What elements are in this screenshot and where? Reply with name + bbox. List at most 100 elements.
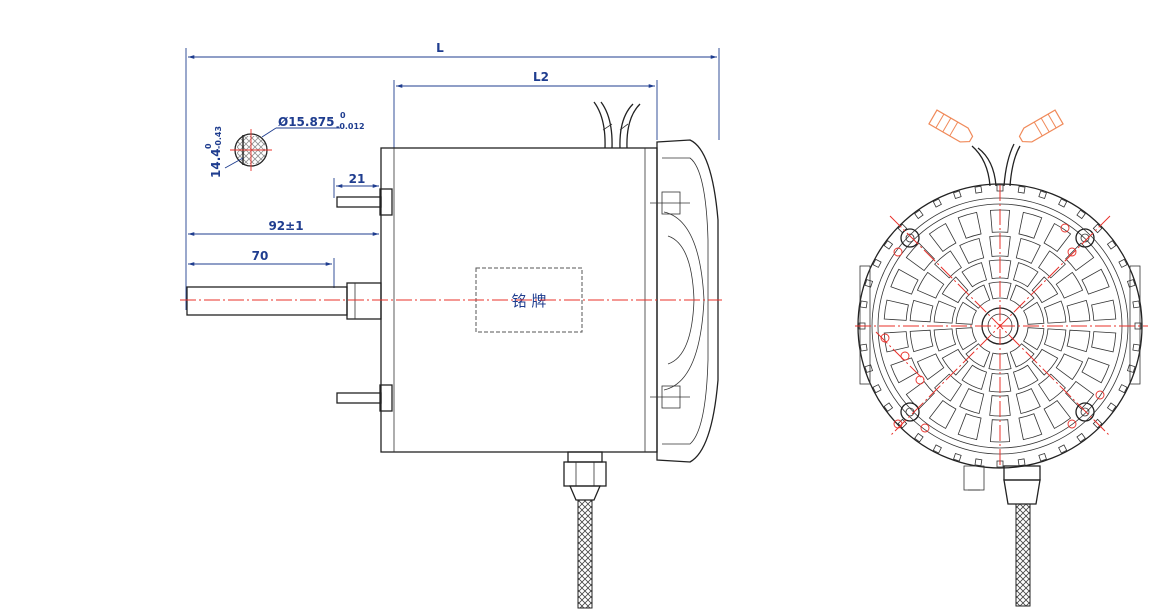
vent-slot [955,301,977,325]
dimension-label-L: L [436,41,444,55]
rim-bump [1017,458,1026,467]
rim-bump [1076,209,1086,220]
rim-bump [1126,279,1136,288]
red-marker [893,247,903,257]
vent-slot [961,364,988,390]
motor-shaft [186,282,382,320]
red-marker [1067,247,1077,257]
vent-slot [989,395,1011,417]
red-marker [880,333,890,343]
vent-slot [959,237,985,264]
vent-slot [1055,271,1084,299]
vent-slot [957,211,982,239]
rim-bump [932,198,942,208]
wire-connector-right [1018,109,1064,143]
vent-slot [883,331,909,353]
vent-slot [928,223,957,252]
vent-slot [989,235,1011,257]
stud-length-label: 21 [349,172,366,186]
red-marker [1067,419,1077,429]
vent-slot [928,400,957,429]
flat-tol-upper: 0 [204,143,213,149]
vent-slot [1091,331,1117,353]
rim-bump [864,279,874,288]
front-bottom-tab [963,465,985,491]
rim-bump [1132,300,1141,309]
vent-slot [941,276,969,304]
rim-bump [932,444,942,454]
cable-gland-side [563,451,607,609]
rim-bump [864,364,874,373]
wire-connector-left [928,109,974,143]
vent-slot [1081,268,1110,295]
rim-bump [914,432,924,443]
rim-bump [872,258,882,268]
vent-slot [988,259,1012,280]
vent-slot [1091,299,1117,321]
top-lead-wires [593,101,641,149]
vent-slot [1055,353,1084,381]
dimension-stud-length: 21 [333,172,379,198]
vent-slot [909,329,934,353]
vent-slot [1023,301,1045,325]
vent-slot [916,271,945,299]
rim-bump [1038,452,1047,462]
vent-slot [1012,364,1039,390]
red-marker [900,351,910,361]
vent-slot [933,300,957,324]
vent-slot [1043,328,1067,352]
rim-bump [1076,432,1086,443]
vent-slot [1066,329,1091,353]
vent-slot [1066,299,1091,323]
front-lead-wires [971,143,1021,187]
rim-bump [1106,240,1117,250]
front-rim-bumps [858,184,1142,468]
front-view [855,109,1148,607]
flat-tol-lower: -0.43 [214,126,223,149]
rim-bump [1126,364,1136,373]
vent-slot [1031,348,1059,376]
mounting-stud-bottom [336,384,393,412]
rim-bump [1058,444,1068,454]
nameplate-label: 铭 牌 [512,292,547,310]
vent-slot [933,328,957,352]
rim-bump [859,343,868,352]
dimension-body-length: L2 [393,70,658,148]
vent-slot [1043,400,1072,429]
dimension-label-L2: L2 [533,70,549,84]
front-mount-hole-tr [1075,228,1095,248]
shaft-section-detail: Ø15.875 0 -0.012 14.4 0 -0.43 [204,111,365,178]
vent-slot [1043,300,1067,324]
vent-slot [988,352,1012,371]
vent-slot [1018,211,1043,239]
vent-slot [989,209,1011,233]
vent-slot [1009,343,1035,368]
vent-slot [890,357,919,384]
vent-slot [890,268,919,295]
vent-slot [883,299,909,321]
rear-end-cap [650,139,719,463]
rim-bump [859,300,868,309]
vent-slot [965,343,991,368]
vent-slot [934,250,962,279]
flat-width-label: 14.4 [209,148,223,178]
vent-slot [989,419,1011,443]
rim-bump [883,240,894,250]
vent-slot [1012,262,1039,288]
rim-bump [914,209,924,220]
rim-bump [974,185,983,194]
shaft-diameter-label: Ø15.875 [278,115,335,129]
front-mount-hole-br [1075,402,1095,422]
shaft-to-mount-label: 92±1 [268,219,303,233]
red-marker [1095,390,1105,400]
rim-bump [1106,402,1117,412]
rim-bump [1132,343,1141,352]
dimension-overall-length: L [185,41,720,310]
vent-slot [1081,357,1110,384]
red-marker [920,423,930,433]
side-view: L L2 Ø15.875 0 -0.012 14.4 0 -0.43 [180,41,722,609]
vent-slot [955,327,977,351]
rim-bump [1118,384,1128,394]
rim-bump [872,384,882,394]
